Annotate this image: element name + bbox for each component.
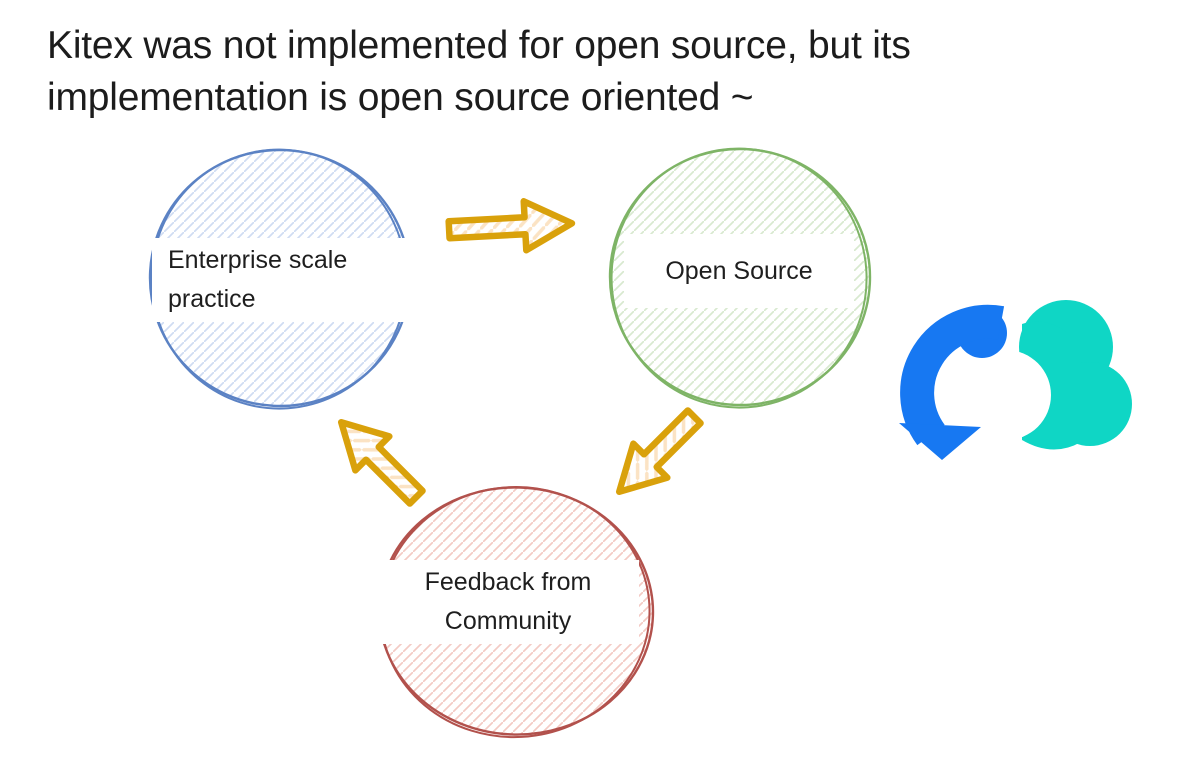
slide-title: Kitex was not implemented for open sourc… — [47, 20, 911, 124]
label-feedback-from-community: Feedback from Community — [377, 560, 639, 644]
slide-title-line2: implementation is open source oriented ~ — [47, 76, 754, 119]
arrow-enterprise-to-opensource-icon — [445, 198, 576, 254]
logo-white-notch — [961, 350, 1051, 440]
arrow-feedback-to-enterprise-icon — [337, 418, 426, 507]
circle-outline-green-2 — [610, 147, 868, 409]
arrow-opensource-to-feedback-icon — [615, 407, 704, 496]
arrow-up-left-outline — [337, 418, 426, 507]
label-open-source: Open Source — [624, 234, 854, 308]
arrow-right-outline — [445, 198, 576, 254]
label-enterprise-scale-practice: Enterprise scale practice — [152, 238, 426, 322]
logo-blue-arrowhead — [899, 423, 981, 460]
slide-title-line1: Kitex was not implemented for open sourc… — [47, 24, 911, 67]
arrow-down-left-outline — [615, 407, 704, 496]
logo-blue-arc — [900, 304, 1005, 446]
cloudwego-logo-icon — [899, 300, 1132, 460]
